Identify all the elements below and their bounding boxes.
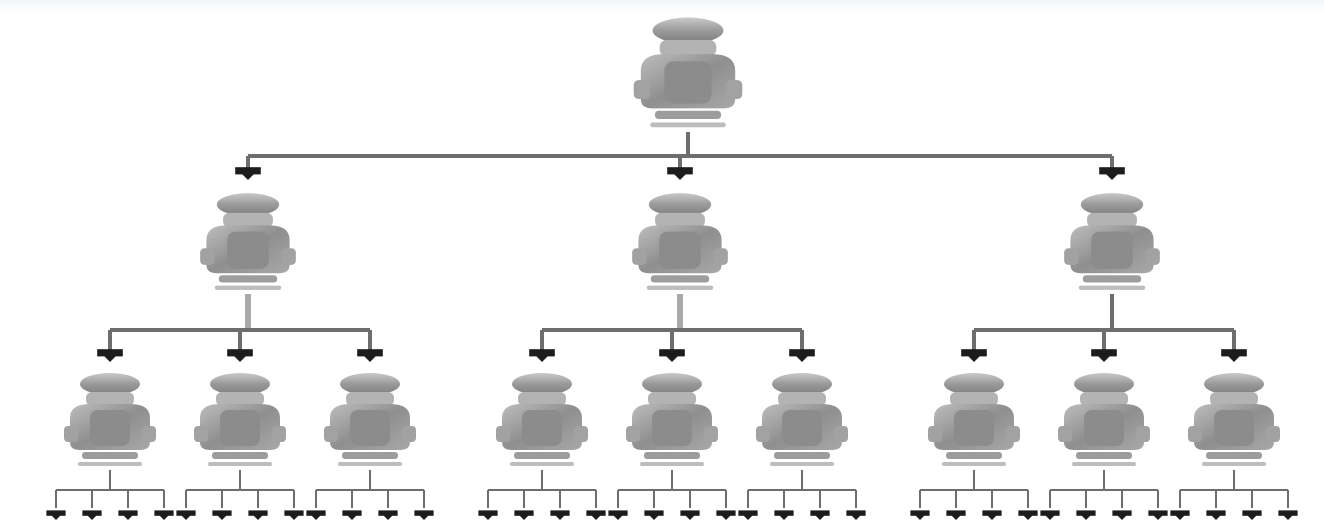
leaf-arrow-icon-bar: [644, 510, 664, 516]
leaf-arrow-icon-bar: [176, 510, 196, 516]
root-person-icon: [633, 17, 743, 128]
team-member-person-icon: [626, 373, 718, 466]
manager-person-icon: [632, 193, 728, 290]
leaf-arrow-icon-bar: [1170, 510, 1190, 516]
level3-arrow-icon-bar: [1221, 349, 1247, 357]
leaf-arrow-icon-bar: [1076, 510, 1096, 516]
leaf-arrow-icon-bar: [1040, 510, 1060, 516]
leaf-arrow-icon-bar: [982, 510, 1002, 516]
leaf-arrow-icon-bar: [738, 510, 758, 516]
manager-person-icon: [1064, 193, 1160, 290]
level3-arrow-icon-bar: [1091, 349, 1117, 357]
leaf-arrow-icon-bar: [846, 510, 866, 516]
leaf-arrow-icon-bar: [810, 510, 830, 516]
leaf-arrow-icon-bar: [248, 510, 268, 516]
team-member-person-icon: [194, 373, 286, 466]
level3-arrow-icon-bar: [659, 349, 685, 357]
manager-person-icon: [200, 193, 296, 290]
leaf-arrow-icon-bar: [284, 510, 304, 516]
leaf-arrow-icon-bar: [514, 510, 534, 516]
leaf-arrow-icon-bar: [154, 510, 174, 516]
level3-arrow-icon-bar: [961, 349, 987, 357]
team-member-person-icon: [64, 373, 156, 466]
level2-arrow-icon-bar: [1099, 167, 1125, 175]
leaf-arrow-icon-bar: [306, 510, 326, 516]
leaf-arrow-icon-bar: [586, 510, 606, 516]
leaf-arrow-icon-bar: [1242, 510, 1262, 516]
leaf-arrow-icon-bar: [1278, 510, 1298, 516]
level3-arrow-icon-bar: [789, 349, 815, 357]
leaf-arrow-icon-bar: [118, 510, 138, 516]
leaf-arrow-icon-bar: [82, 510, 102, 516]
leaf-arrow-icon-bar: [608, 510, 628, 516]
leaf-arrow-icon-bar: [1018, 510, 1038, 516]
level3-arrow-icon-bar: [529, 349, 555, 357]
leaf-arrow-icon-bar: [550, 510, 570, 516]
leaf-arrow-icon-bar: [1148, 510, 1168, 516]
leaf-arrow-icon-bar: [910, 510, 930, 516]
team-member-person-icon: [1058, 373, 1150, 466]
leaf-arrow-icon-bar: [46, 510, 66, 516]
leaf-arrow-icon-bar: [716, 510, 736, 516]
team-member-person-icon: [496, 373, 588, 466]
leaf-arrow-icon-bar: [378, 510, 398, 516]
leaf-arrow-icon-bar: [774, 510, 794, 516]
level3-arrow-icon-bar: [227, 349, 253, 357]
team-member-person-icon: [756, 373, 848, 466]
level2-arrow-icon-bar: [667, 167, 693, 175]
leaf-arrow-icon-bar: [414, 510, 434, 516]
level3-arrow-icon-bar: [97, 349, 123, 357]
leaf-arrow-icon-bar: [680, 510, 700, 516]
leaf-arrow-icon-bar: [478, 510, 498, 516]
leaf-arrow-icon-bar: [212, 510, 232, 516]
leaf-arrow-icon-bar: [342, 510, 362, 516]
level3-arrow-icon-bar: [357, 349, 383, 357]
leaf-arrow-icon-bar: [1112, 510, 1132, 516]
team-member-person-icon: [928, 373, 1020, 466]
level2-arrow-icon-bar: [235, 167, 261, 175]
leaf-arrow-icon-bar: [1206, 510, 1226, 516]
leaf-arrow-icon-bar: [946, 510, 966, 516]
team-member-person-icon: [1188, 373, 1280, 466]
team-member-person-icon: [324, 373, 416, 466]
